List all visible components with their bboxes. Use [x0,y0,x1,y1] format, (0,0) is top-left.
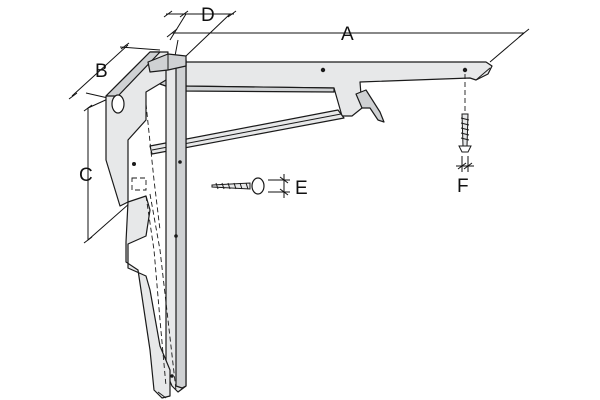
dimension-c [83,97,131,244]
dimension-label-d: D [201,5,215,26]
leg-hole-mid [174,234,178,238]
dimension-label-b: B [95,61,108,82]
plate-hole-lower [132,162,136,166]
hinge-block [147,53,187,73]
leg-hole-upper [178,160,182,164]
dimension-d [163,10,237,57]
dimension-a [166,28,530,63]
arm-screw [456,74,474,172]
dimension-label-f: F [457,176,469,197]
wall-plate [105,51,169,207]
dimension-label-c: C [79,165,93,186]
dimension-label-e: E [295,178,308,199]
wall-screw [211,174,290,198]
arm-hole-mid [320,67,326,73]
lower-support [125,103,177,399]
vertical-leg [165,59,187,393]
release-lever [355,89,385,123]
top-arm [149,61,493,117]
plate-hole-upper [111,94,125,114]
dimension-b [68,42,161,100]
arm-hole-end [462,67,468,73]
leg-hole-lower [170,374,174,378]
dimension-label-a: A [341,24,354,45]
